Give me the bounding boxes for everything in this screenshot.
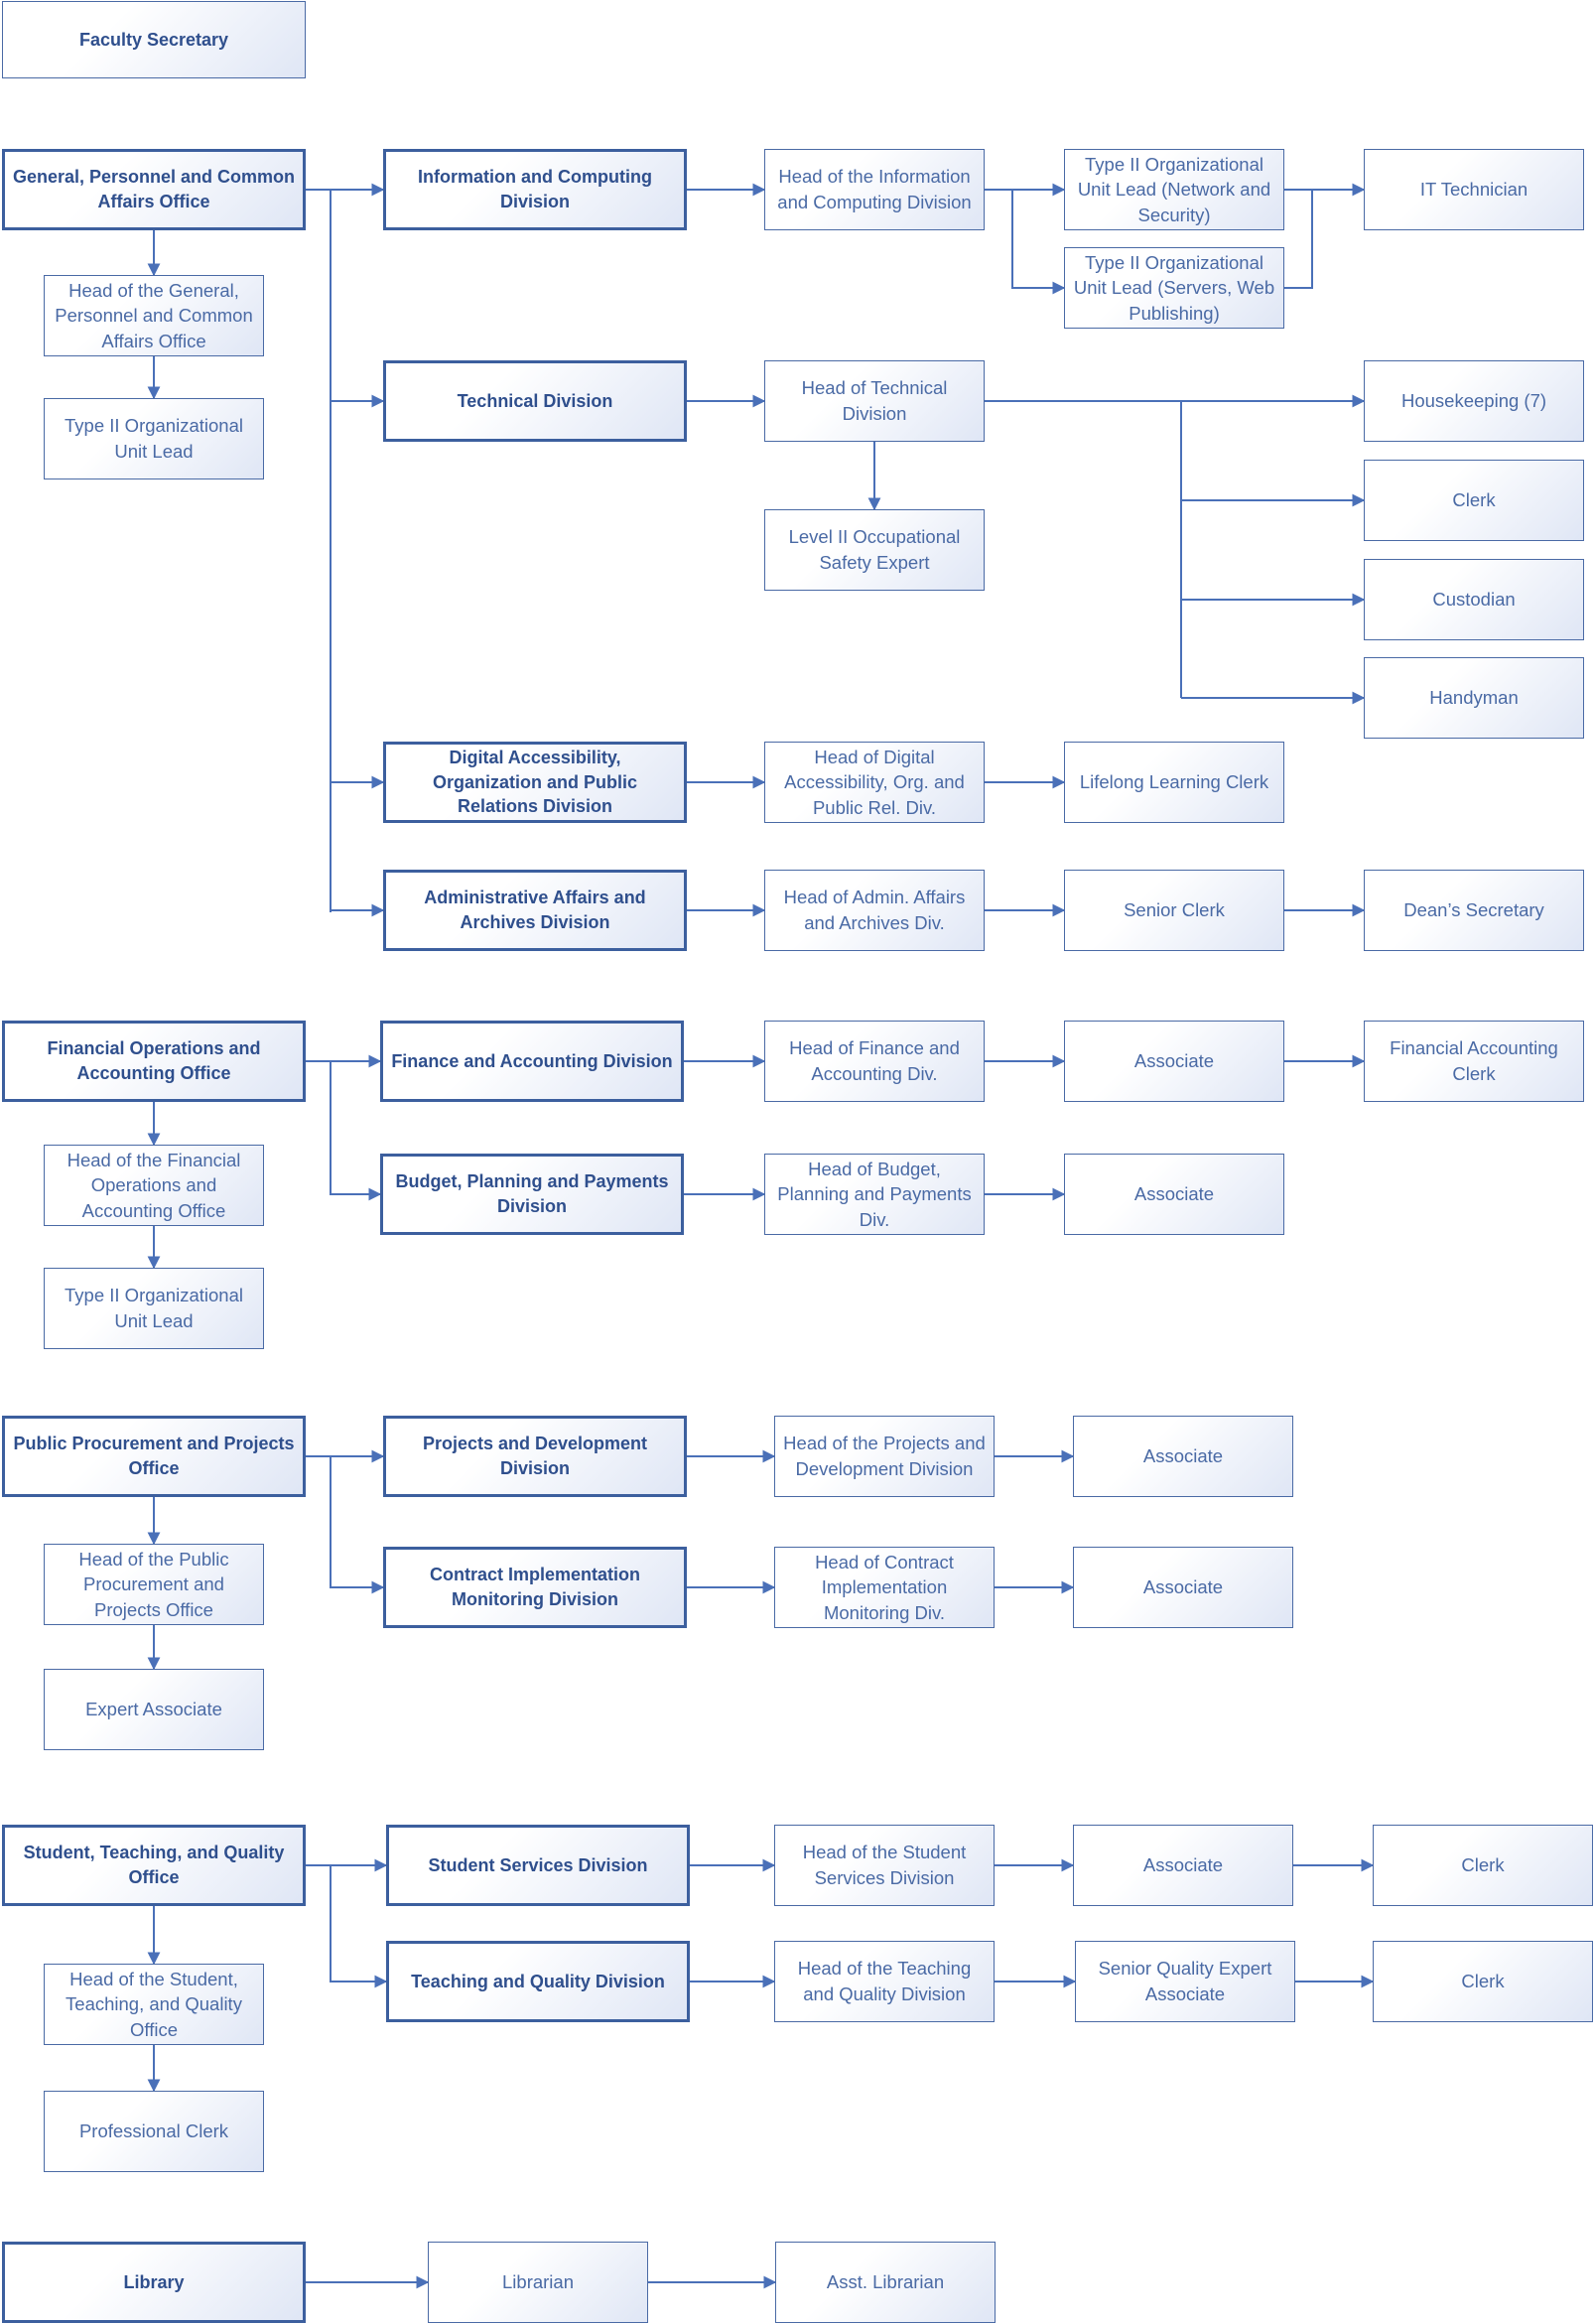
teaching-quality-division-box[interactable]: Teaching and Quality Division	[386, 1941, 690, 2022]
procurement-office-head-box[interactable]: Head of the Public Procurement and Proje…	[44, 1544, 264, 1625]
servers-web-lead-box[interactable]: Type II Organizational Unit Lead (Server…	[1064, 247, 1284, 329]
procurement-to-contract-connector	[330, 1456, 385, 1594]
expert-associate-box[interactable]: Expert Associate	[44, 1669, 264, 1750]
digital-accessibility-division-box[interactable]: Digital Accessibility, Organization and …	[383, 742, 687, 823]
technical-division-box[interactable]: Technical Division	[383, 360, 687, 442]
student-services-head-box[interactable]: Head of the Student Services Division	[774, 1825, 995, 1906]
student-office-box[interactable]: Student, Teaching, and Quality Office	[2, 1825, 306, 1906]
teaching-quality-clerk-box[interactable]: Clerk	[1373, 1941, 1593, 2022]
senior-clerk-box[interactable]: Senior Clerk	[1064, 870, 1284, 951]
financial-office-lead-box[interactable]: Type II Organizational Unit Lead	[44, 1268, 264, 1349]
student-services-division-box[interactable]: Student Services Division	[386, 1825, 690, 1906]
admin-affairs-head-box[interactable]: Head of Admin. Affairs and Archives Div.	[764, 870, 985, 951]
housekeeping-box[interactable]: Housekeeping (7)	[1364, 360, 1584, 442]
student-services-associate-box[interactable]: Associate	[1073, 1825, 1293, 1906]
general-office-head-box[interactable]: Head of the General, Personnel and Commo…	[44, 275, 264, 356]
technical-clerk-box[interactable]: Clerk	[1364, 460, 1584, 541]
asst-librarian-box[interactable]: Asst. Librarian	[775, 2242, 996, 2323]
custodian-box[interactable]: Custodian	[1364, 559, 1584, 640]
digital-accessibility-head-box[interactable]: Head of Digital Accessibility, Org. and …	[764, 742, 985, 823]
budget-associate-box[interactable]: Associate	[1064, 1154, 1284, 1235]
teaching-quality-head-box[interactable]: Head of the Teaching and Quality Divisio…	[774, 1941, 995, 2022]
student-services-clerk-box[interactable]: Clerk	[1373, 1825, 1593, 1906]
financial-office-head-box[interactable]: Head of the Financial Operations and Acc…	[44, 1145, 264, 1226]
projects-associate-box[interactable]: Associate	[1073, 1416, 1293, 1497]
finance-accounting-head-box[interactable]: Head of Finance and Accounting Div.	[764, 1021, 985, 1102]
professional-clerk-box[interactable]: Professional Clerk	[44, 2091, 264, 2172]
info-head-to-servers-connector	[1011, 190, 1066, 295]
projects-development-head-box[interactable]: Head of the Projects and Development Div…	[774, 1416, 995, 1497]
safety-expert-box[interactable]: Level II Occupational Safety Expert	[764, 509, 985, 591]
student-office-head-box[interactable]: Head of the Student, Teaching, and Quali…	[44, 1964, 264, 2045]
general-office-box[interactable]: General, Personnel and Common Affairs Of…	[2, 149, 306, 230]
network-security-lead-box[interactable]: Type II Organizational Unit Lead (Networ…	[1064, 149, 1284, 230]
contract-monitoring-division-box[interactable]: Contract Implementation Monitoring Divis…	[383, 1547, 687, 1628]
handyman-box[interactable]: Handyman	[1364, 657, 1584, 739]
lifelong-learning-clerk-box[interactable]: Lifelong Learning Clerk	[1064, 742, 1284, 823]
finance-accounting-division-box[interactable]: Finance and Accounting Division	[380, 1021, 684, 1102]
technical-head-box[interactable]: Head of Technical Division	[764, 360, 985, 442]
financial-office-box[interactable]: Financial Operations and Accounting Offi…	[2, 1021, 306, 1102]
projects-development-division-box[interactable]: Projects and Development Division	[383, 1416, 687, 1497]
financial-accounting-clerk-box[interactable]: Financial Accounting Clerk	[1364, 1021, 1584, 1102]
budget-planning-head-box[interactable]: Head of Budget, Planning and Payments Di…	[764, 1154, 985, 1235]
student-to-teaching-connector	[330, 1865, 388, 1988]
contract-associate-box[interactable]: Associate	[1073, 1547, 1293, 1628]
library-box[interactable]: Library	[2, 2242, 306, 2323]
info-computing-head-box[interactable]: Head of the Information and Computing Di…	[764, 149, 985, 230]
budget-planning-division-box[interactable]: Budget, Planning and Payments Division	[380, 1154, 684, 1235]
contract-monitoring-head-box[interactable]: Head of Contract Implementation Monitori…	[774, 1547, 995, 1628]
general-office-lead-box[interactable]: Type II Organizational Unit Lead	[44, 398, 264, 479]
it-technician-box[interactable]: IT Technician	[1364, 149, 1584, 230]
financial-to-budget-connector	[330, 1061, 382, 1201]
finance-associate-box[interactable]: Associate	[1064, 1021, 1284, 1102]
procurement-office-box[interactable]: Public Procurement and Projects Office	[2, 1416, 306, 1497]
faculty-secretary-box[interactable]: Faculty Secretary	[2, 1, 306, 78]
admin-affairs-division-box[interactable]: Administrative Affairs and Archives Divi…	[383, 870, 687, 951]
servers-to-it-connector	[1284, 190, 1313, 289]
info-computing-division-box[interactable]: Information and Computing Division	[383, 149, 687, 230]
librarian-box[interactable]: Librarian	[428, 2242, 648, 2323]
deans-secretary-box[interactable]: Dean’s Secretary	[1364, 870, 1584, 951]
quality-expert-associate-box[interactable]: Senior Quality Expert Associate	[1075, 1941, 1295, 2022]
